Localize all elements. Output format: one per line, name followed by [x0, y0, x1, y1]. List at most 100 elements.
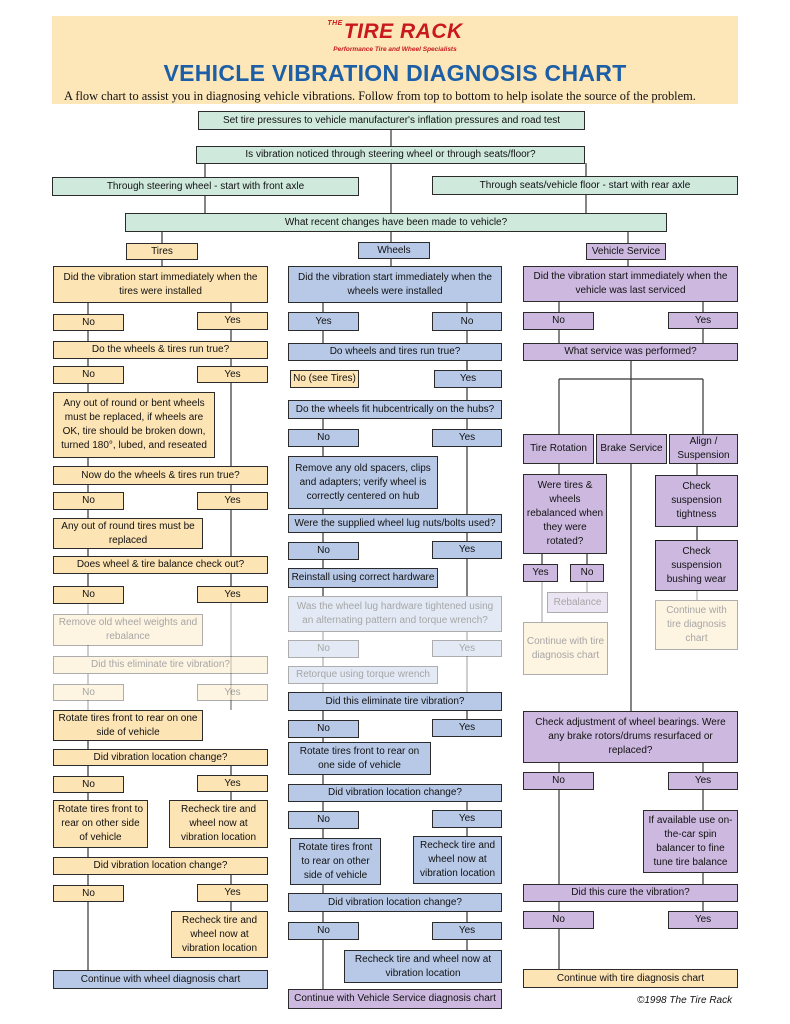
wheels-location-change-question-2: Did vibration location change?: [288, 893, 502, 912]
now-run-true-yes: Yes: [197, 492, 268, 510]
tires-location-change-no: No: [53, 776, 124, 793]
torque-pattern-yes: Yes: [432, 640, 502, 657]
wheels-installed-yes: Yes: [288, 312, 359, 331]
torque-pattern-no: No: [288, 640, 359, 658]
tires-run-true-no: No: [53, 366, 124, 384]
wheels-recheck-wheel-1: Recheck tire and wheel now at vibration …: [413, 836, 502, 884]
tires-eliminate-question: Did this eliminate tire vibration?: [53, 656, 268, 674]
tires-location-change-question: Did vibration location change?: [53, 749, 268, 766]
tire-rack-logo: THETIRE RACK: [52, 20, 738, 44]
wheels-eliminate-question: Did this eliminate tire vibration?: [288, 692, 502, 711]
rebalanced-no: No: [570, 564, 604, 582]
tires-eliminate-no: No: [53, 684, 124, 701]
rebalanced-yes: Yes: [523, 564, 558, 582]
wheel-bearings-yes: Yes: [668, 772, 738, 790]
wheels-location-change-no: No: [288, 811, 359, 829]
tires-location-change-yes: Yes: [197, 775, 268, 792]
tires-installed-yes: Yes: [197, 312, 268, 330]
align-suspension-option: Align / Suspension: [669, 434, 738, 464]
copyright-notice: ©1998 The Tire Rack: [637, 995, 733, 1006]
tires-eliminate-yes: Yes: [197, 684, 268, 701]
chart-subtitle: A flow chart to assist you in diagnosing…: [64, 89, 696, 103]
set-tire-pressures-step: Set tire pressures to vehicle manufactur…: [198, 111, 585, 130]
wheels-location-change-yes: Yes: [432, 810, 502, 828]
wheels-installed-question: Did the vibration start immediately when…: [288, 266, 502, 303]
bent-wheels-instruction: Any out of round or bent wheels must be …: [53, 392, 215, 458]
wheels-eliminate-no: No: [288, 720, 359, 738]
balance-check-question: Does wheel & tire balance check out?: [53, 556, 268, 574]
tires-rotate-other-side: Rotate tires front to rear on other side…: [53, 800, 148, 848]
continue-vehicle-service-diagnosis: Continue with Vehicle Service diagnosis …: [288, 989, 502, 1009]
tires-recheck-wheel-1: Recheck tire and wheel now at vibration …: [169, 800, 268, 848]
logo-the: THE: [327, 20, 343, 27]
logo-tagline: Performance Tire and Wheel Specialists: [333, 46, 457, 53]
continue-wheel-diagnosis: Continue with wheel diagnosis chart: [53, 970, 268, 989]
wheel-bearings-no: No: [523, 772, 594, 790]
suspension-continue-tire-diagnosis: Continue with tire diagnosis chart: [655, 600, 738, 650]
vibration-noticed-question: Is vibration noticed through steering wh…: [196, 146, 585, 164]
cure-vibration-question: Did this cure the vibration?: [523, 884, 738, 902]
hubcentric-no: No: [288, 429, 359, 447]
chart-title: VEHICLE VIBRATION DIAGNOSIS CHART: [163, 60, 627, 86]
logo-text: TIRE RACK: [343, 20, 463, 43]
rebalance-step: Rebalance: [547, 592, 608, 613]
remove-weights-instruction: Remove old wheel weights and rebalance: [53, 614, 203, 646]
rotation-continue-tire-diagnosis: Continue with tire diagnosis chart: [523, 622, 608, 675]
wheels-header: Wheels: [358, 242, 430, 259]
wheels-eliminate-yes: Yes: [432, 719, 502, 737]
recent-changes-question: What recent changes have been made to ve…: [125, 213, 667, 232]
brake-service-option: Brake Service: [596, 434, 667, 464]
check-suspension-tightness: Check suspension tightness: [655, 475, 738, 527]
out-of-round-tires-instruction: Any out of round tires must be replaced: [53, 518, 203, 549]
cure-vibration-no: No: [523, 911, 594, 929]
wheels-location-change-question: Did vibration location change?: [288, 784, 502, 802]
last-serviced-no: No: [523, 312, 594, 330]
tire-rotation-option: Tire Rotation: [523, 434, 594, 464]
torque-pattern-question: Was the wheel lug hardware tightened usi…: [288, 596, 502, 632]
tires-location-change-2-yes: Yes: [197, 884, 268, 902]
now-run-true-question: Now do the wheels & tires run true?: [53, 466, 268, 485]
tires-recheck-wheel-2: Recheck tire and wheel now at vibration …: [171, 911, 268, 958]
now-run-true-no: No: [53, 492, 124, 510]
tires-run-true-yes: Yes: [197, 366, 268, 383]
wheels-installed-no: No: [432, 312, 502, 331]
tires-location-change-2-no: No: [53, 885, 124, 902]
wheel-bearings-question: Check adjustment of wheel bearings. Were…: [523, 711, 738, 763]
tires-rotate-instruction: Rotate tires front to rear on one side o…: [53, 710, 203, 741]
wheels-rotate-instruction: Rotate tires front to rear on one side o…: [288, 742, 431, 775]
tires-run-true-question: Do the wheels & tires run true?: [53, 341, 268, 359]
seats-floor-rear-axle: Through seats/vehicle floor - start with…: [432, 176, 738, 195]
steering-wheel-front-axle: Through steering wheel - start with fron…: [52, 177, 359, 196]
wheels-rotate-other-side: Rotate tires front to rear on other side…: [290, 838, 381, 885]
balance-check-no: No: [53, 586, 124, 604]
tires-location-change-question-2: Did vibration location change?: [53, 857, 268, 875]
reinstall-hardware-instruction: Reinstall using correct hardware: [288, 568, 438, 588]
wheels-run-true-yes: Yes: [434, 370, 502, 388]
hubcentric-yes: Yes: [432, 429, 502, 447]
service-performed-question: What service was performed?: [523, 343, 738, 361]
lug-nuts-yes: Yes: [432, 541, 502, 559]
vehicle-service-header: Vehicle Service: [586, 243, 666, 260]
wheels-location-change-2-yes: Yes: [432, 922, 502, 940]
balance-check-yes: Yes: [197, 586, 268, 603]
check-suspension-bushing-wear: Check suspension bushing wear: [655, 540, 738, 591]
tires-installed-question: Did the vibration start immediately when…: [53, 266, 268, 303]
tires-installed-no: No: [53, 314, 124, 331]
spin-balancer-instruction: If available use on-the-car spin balance…: [643, 810, 738, 873]
wheels-location-change-2-no: No: [288, 922, 359, 940]
rebalanced-question: Were tires & wheels rebalanced when they…: [523, 474, 607, 554]
chart-header: THETIRE RACK Performance Tire and Wheel …: [52, 16, 738, 104]
continue-tire-diagnosis: Continue with tire diagnosis chart: [523, 969, 738, 988]
retorque-instruction: Retorque using torque wrench: [288, 666, 438, 684]
wheels-no-see-tires: No (see Tires): [290, 370, 359, 388]
tires-header: Tires: [126, 243, 198, 260]
lug-nuts-question: Were the supplied wheel lug nuts/bolts u…: [288, 514, 502, 533]
hubcentric-question: Do the wheels fit hubcentrically on the …: [288, 400, 502, 419]
last-serviced-question: Did the vibration start immediately when…: [523, 266, 738, 302]
wheels-recheck-wheel-2: Recheck tire and wheel now at vibration …: [344, 950, 502, 983]
last-serviced-yes: Yes: [668, 312, 738, 329]
cure-vibration-yes: Yes: [668, 911, 738, 929]
lug-nuts-no: No: [288, 542, 359, 560]
remove-spacers-instruction: Remove any old spacers, clips and adapte…: [288, 456, 438, 509]
wheels-run-true-question: Do wheels and tires run true?: [288, 343, 502, 361]
